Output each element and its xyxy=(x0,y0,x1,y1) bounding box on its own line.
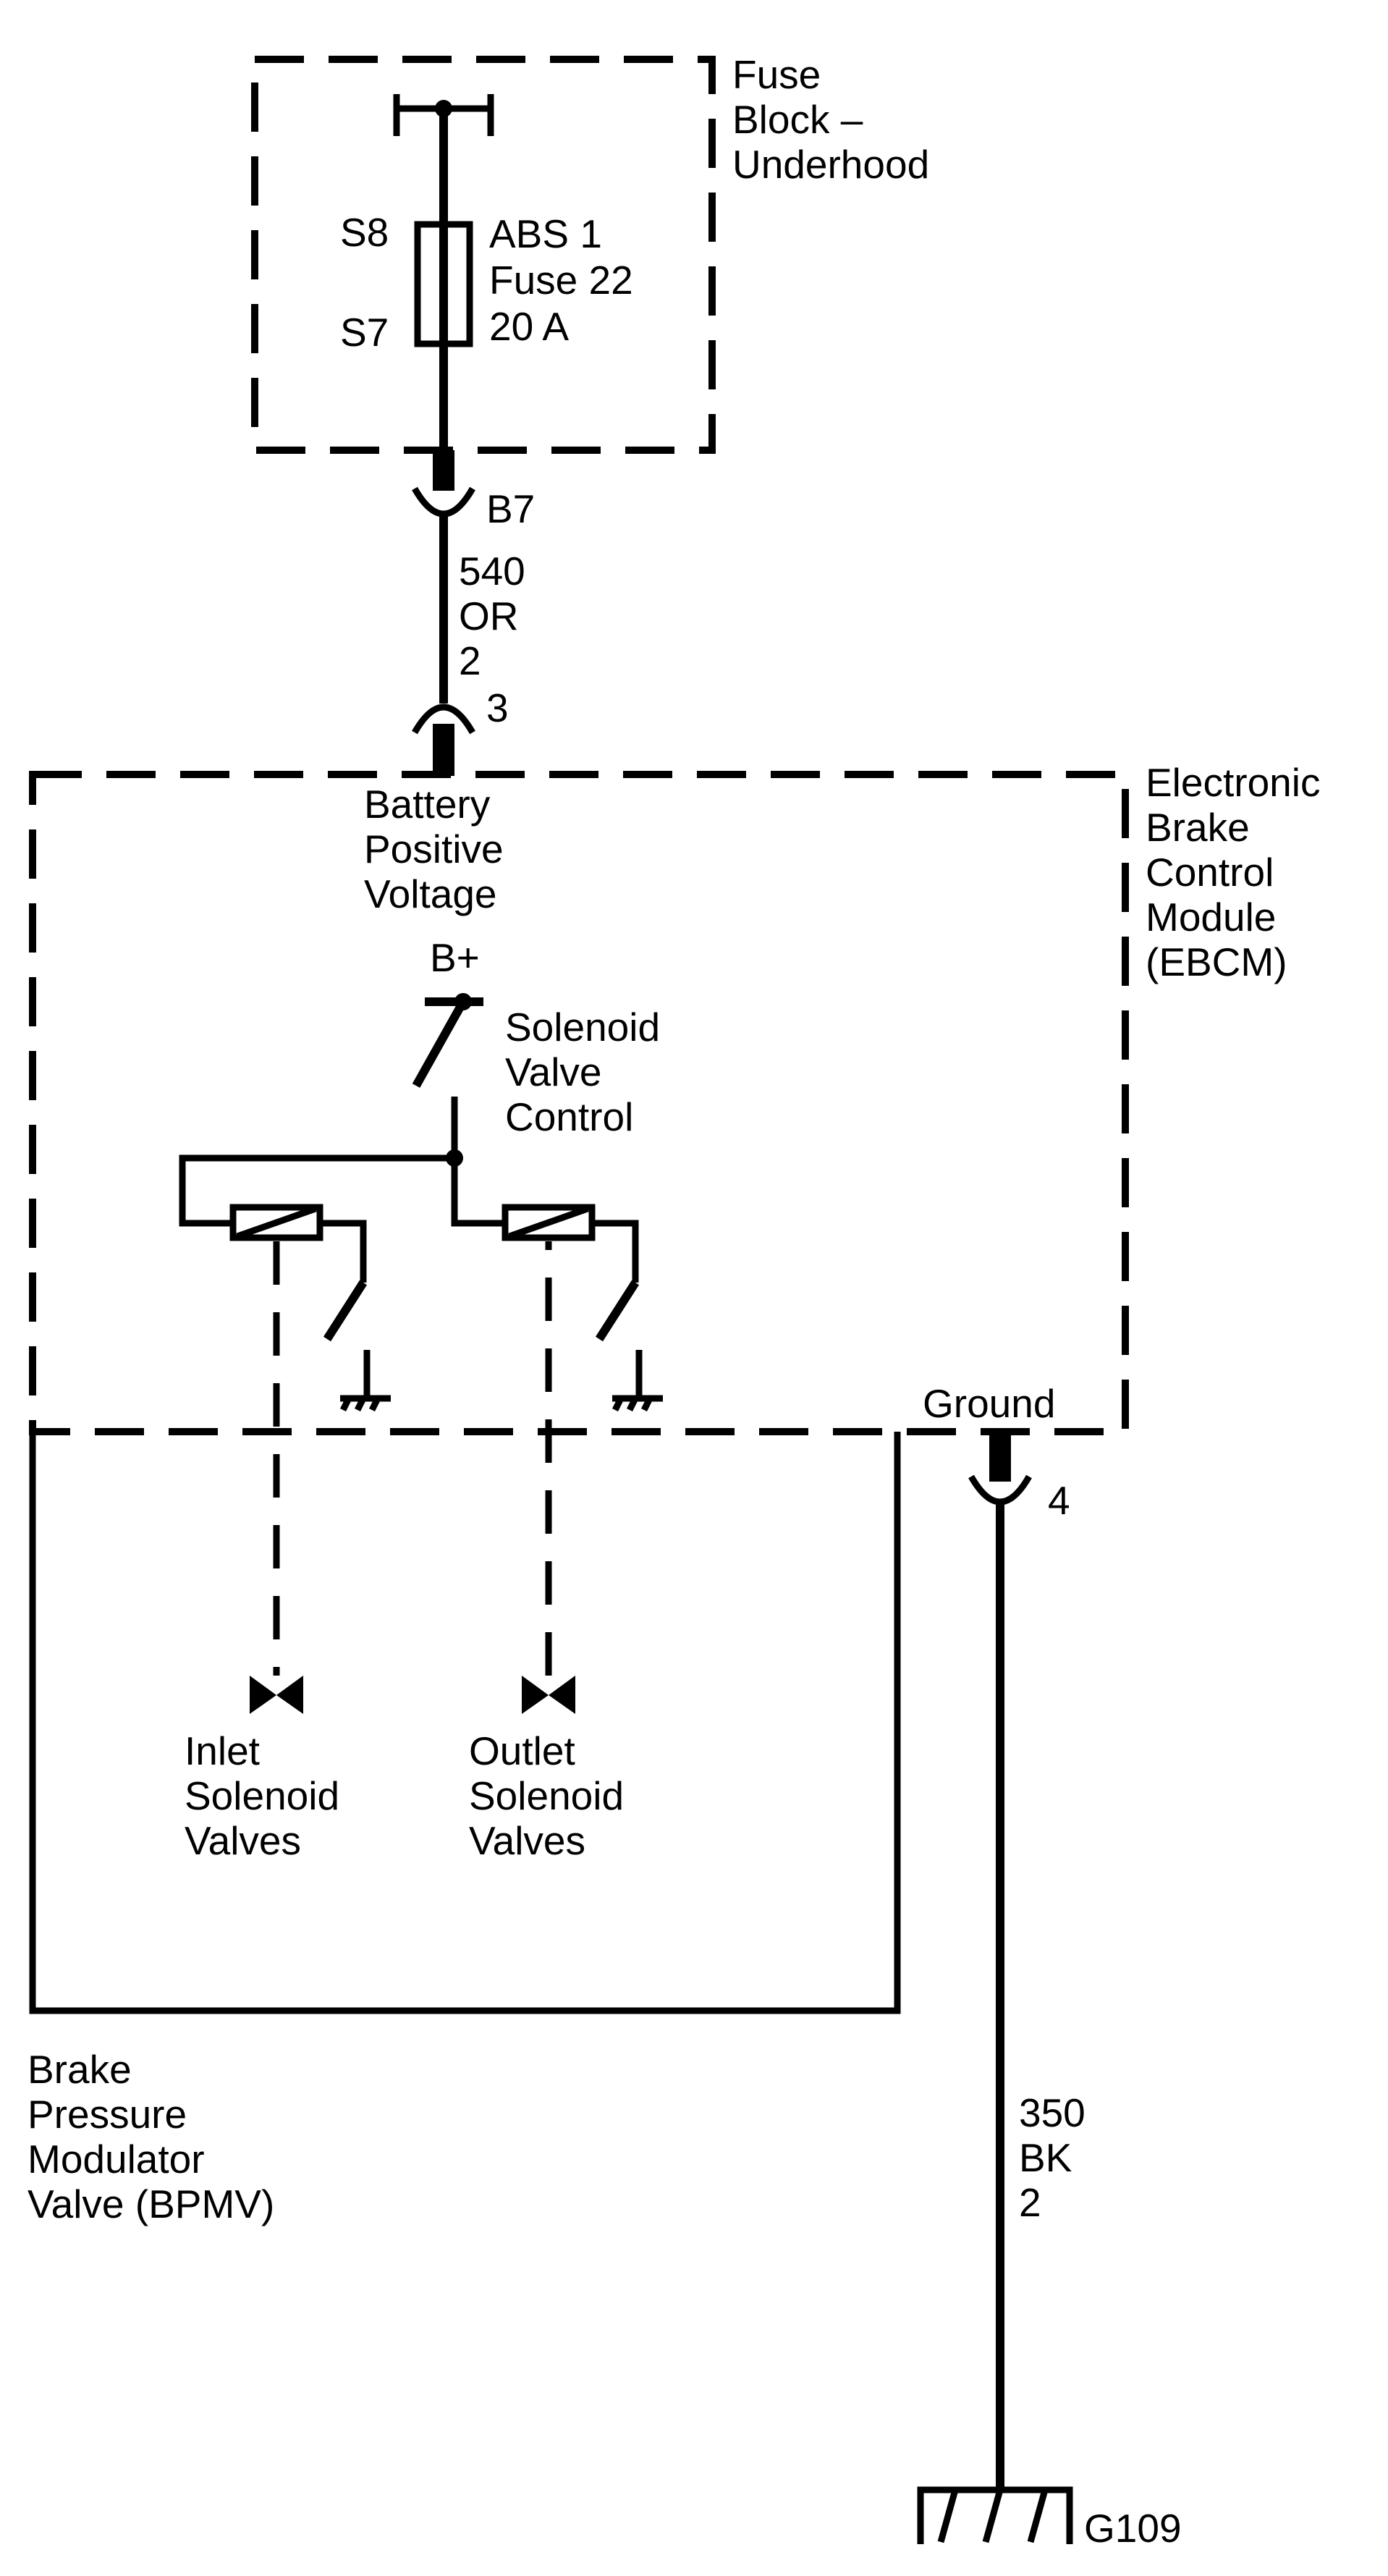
fuse-block-enclosure xyxy=(251,56,716,454)
ground-g109-label: G109 xyxy=(1084,2506,1182,2551)
wire-350-label: 350 BK 2 xyxy=(1019,2090,1096,2225)
outlet-contact xyxy=(595,1280,640,1342)
outlet-valve-icon xyxy=(522,1676,575,1714)
fuse-terminal-s8: S8 xyxy=(340,210,389,255)
inlet-coil-return xyxy=(320,1220,367,1283)
inlet-feed-wire xyxy=(179,1154,454,1227)
connector-b7-pin xyxy=(433,450,454,491)
inlet-contact-ground-icon xyxy=(339,1350,391,1412)
outlet-solenoid-valves-label: Outlet Solenoid Valves xyxy=(469,1728,635,1863)
connector-b7-cup xyxy=(412,486,475,518)
bplus-label: B+ xyxy=(430,935,480,980)
fuse-label: ABS 1 Fuse 22 20 A xyxy=(489,211,644,349)
solenoid-control-switch xyxy=(412,1000,467,1088)
ebcm-title: Electronic Brake Control Module (EBCM) xyxy=(1146,760,1332,984)
inlet-valve-icon xyxy=(250,1676,303,1714)
bpmv-enclosure xyxy=(29,1432,901,2014)
bpmv-label: Brake Pressure Modulator Valve (BPMV) xyxy=(27,2047,274,2226)
inlet-contact xyxy=(323,1280,368,1342)
ebcm-enclosure xyxy=(29,771,1129,1435)
inlet-solenoid-valves-label: Inlet Solenoid Valves xyxy=(185,1728,350,1863)
battery-positive-voltage-label: Battery Positive Voltage xyxy=(364,782,515,916)
fuse-terminal-s7: S7 xyxy=(340,310,389,355)
outlet-coil-winding xyxy=(508,1205,589,1240)
outlet-contact-ground-icon xyxy=(612,1350,663,1412)
connector-3-label: 3 xyxy=(486,685,509,730)
solenoid-valve-control-label: Solenoid Valve Control xyxy=(505,1005,671,1139)
connector-4-label: 4 xyxy=(1048,1478,1070,1523)
outlet-coil-return xyxy=(592,1220,639,1283)
connector-3-cap xyxy=(412,704,475,735)
inlet-coil-winding xyxy=(236,1205,317,1240)
ground-g109-icon xyxy=(917,2486,1073,2544)
connector-b7-label: B7 xyxy=(486,486,535,531)
connector-3-pin xyxy=(433,724,454,776)
ebcm-ground-label: Ground xyxy=(923,1381,1055,1426)
fuse-block-title: Fuse Block – Underhood xyxy=(732,52,929,187)
wire-540-label: 540 OR 2 xyxy=(459,549,536,683)
connector-4-pin xyxy=(989,1430,1011,1482)
outlet-feed-wire xyxy=(451,1158,505,1227)
